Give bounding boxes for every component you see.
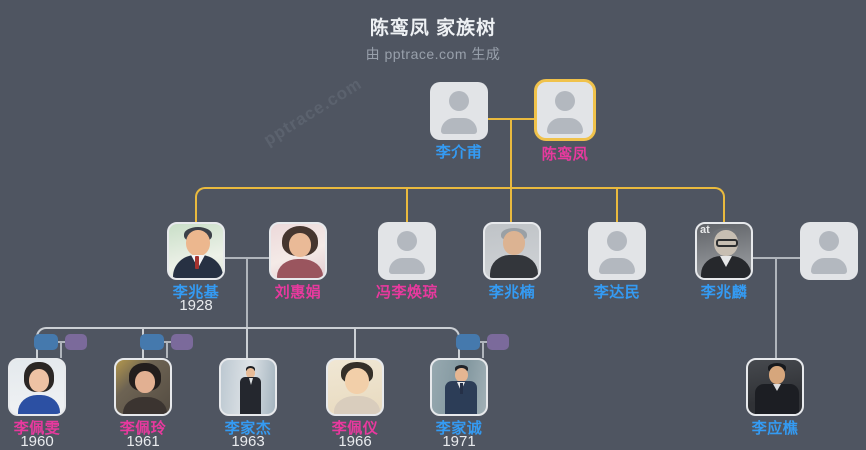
portrait-face xyxy=(135,371,155,393)
generator-credit: 由 pptrace.com 生成 xyxy=(365,46,501,62)
person-name-liu-huijuan[interactable]: 刘惠娟 xyxy=(274,284,322,301)
portrait-face xyxy=(769,366,785,384)
collapsed-children-pill[interactable] xyxy=(65,334,87,350)
drop-line-li-zhaonan xyxy=(510,188,512,222)
drop-line-li-peiyi xyxy=(354,328,356,358)
person-name-li-damin[interactable]: 李达民 xyxy=(593,284,641,301)
person-node-li-jiacheng[interactable] xyxy=(430,358,488,416)
collapsed-spouse-pill[interactable] xyxy=(456,334,480,350)
portrait-suit xyxy=(240,377,261,414)
person-name-chen-luanfeng[interactable]: 陈鸾凤 xyxy=(541,146,589,163)
birth-year-li-jiajie: 1963 xyxy=(231,433,265,450)
placeholder-avatar-icon xyxy=(537,82,593,138)
person-node-li-yingqiao[interactable] xyxy=(746,358,804,416)
portrait-face xyxy=(246,368,255,378)
birth-year-li-peiyi: 1966 xyxy=(338,433,372,450)
descent-line-gen1 xyxy=(510,118,512,188)
person-name-li-peiyi[interactable]: 李佩仪 xyxy=(331,420,379,437)
page-title: 陈鸾凤 家族树 xyxy=(369,18,497,39)
drop-line-feng-li-huanqiong xyxy=(406,188,408,222)
drop-line-li-damin xyxy=(616,188,618,222)
pill-children-stub xyxy=(166,341,168,358)
portrait-shirt xyxy=(773,384,781,391)
placeholder-avatar-icon xyxy=(378,222,436,280)
person-name-li-zhaolin[interactable]: 李兆麟 xyxy=(700,284,748,301)
person-name-li-jiacheng[interactable]: 李家诚 xyxy=(435,420,483,437)
collapsed-spouse-pill[interactable] xyxy=(34,334,58,350)
person-node-li-jiajie[interactable] xyxy=(219,358,277,416)
birth-year-li-peiwen: 1960 xyxy=(20,433,54,450)
pill-marriage-line xyxy=(477,341,491,343)
person-name-li-zhaonan[interactable]: 李兆楠 xyxy=(488,284,536,301)
portrait-top xyxy=(18,395,60,414)
collapsed-children-pill[interactable] xyxy=(487,334,509,350)
pill-children-stub xyxy=(60,341,62,358)
portrait-face xyxy=(455,368,468,382)
person-name-li-jiefu[interactable]: 李介甫 xyxy=(435,144,483,161)
person-name-li-jiajie[interactable]: 李家杰 xyxy=(224,420,272,437)
person-node-li-damin[interactable] xyxy=(588,222,646,280)
portrait-glasses xyxy=(716,239,738,247)
sibling-bus-gen3 xyxy=(36,327,460,358)
sibling-bus-gen2 xyxy=(195,187,725,222)
person-node-li-peiyi[interactable] xyxy=(326,358,384,416)
person-name-li-peiwen[interactable]: 李佩雯 xyxy=(13,420,61,437)
person-node-li-peiling[interactable] xyxy=(114,358,172,416)
person-node-li-zhaoji[interactable] xyxy=(167,222,225,280)
person-name-li-zhaoji[interactable]: 李兆基 xyxy=(172,284,220,301)
person-name-li-peiling[interactable]: 李佩玲 xyxy=(119,420,167,437)
portrait-face xyxy=(29,369,49,392)
placeholder-avatar-icon xyxy=(800,222,858,280)
person-node-li-zhaolin[interactable]: at xyxy=(695,222,753,280)
placeholder-avatar-icon xyxy=(588,222,646,280)
portrait-face xyxy=(503,231,525,255)
collapsed-spouse-pill[interactable] xyxy=(140,334,164,350)
portrait-suit xyxy=(701,256,751,278)
person-node-li-zhaonan[interactable] xyxy=(483,222,541,280)
person-node-chen-luanfeng-selected[interactable] xyxy=(534,79,596,141)
collapsed-children-pill[interactable] xyxy=(171,334,193,350)
placeholder-avatar-icon xyxy=(430,82,488,140)
descent-line-li-zhaolin xyxy=(775,257,777,358)
person-node-liu-huijuan[interactable] xyxy=(269,222,327,280)
person-name-feng-li-huanqiong[interactable]: 冯李焕琼 xyxy=(375,284,438,301)
birth-year-li-zhaoji: 1928 xyxy=(179,297,213,314)
descent-line-li-zhaoji xyxy=(246,257,248,329)
portrait-top xyxy=(277,259,323,278)
birth-year-li-jiacheng: 1971 xyxy=(442,433,476,450)
person-name-li-yingqiao[interactable]: 李应樵 xyxy=(751,420,799,437)
portrait-shirt xyxy=(249,378,253,385)
person-node-li-peiwen[interactable] xyxy=(8,358,66,416)
person-node-feng-li-huanqiong[interactable] xyxy=(378,222,436,280)
person-node-unnamed-spouse[interactable] xyxy=(800,222,858,280)
drop-line-li-jiajie xyxy=(246,328,248,358)
background-watermark: pptrace.com xyxy=(260,73,366,150)
portrait-top xyxy=(123,397,167,414)
birth-year-li-peiling: 1961 xyxy=(126,433,160,450)
portrait-face xyxy=(345,368,369,394)
portrait-face xyxy=(714,230,738,256)
portrait-top xyxy=(334,396,380,414)
pill-marriage-line xyxy=(161,341,175,343)
person-node-li-jiefu[interactable] xyxy=(430,82,488,140)
portrait-tie xyxy=(195,256,199,269)
portrait-face xyxy=(186,230,210,256)
portrait-tie xyxy=(460,383,463,394)
portrait-jacket xyxy=(490,255,538,278)
pill-marriage-line xyxy=(55,341,69,343)
portrait-shirt xyxy=(720,256,732,267)
pill-children-stub xyxy=(482,341,484,358)
photo-overlay-text: at xyxy=(700,224,710,236)
portrait-face xyxy=(289,233,311,257)
